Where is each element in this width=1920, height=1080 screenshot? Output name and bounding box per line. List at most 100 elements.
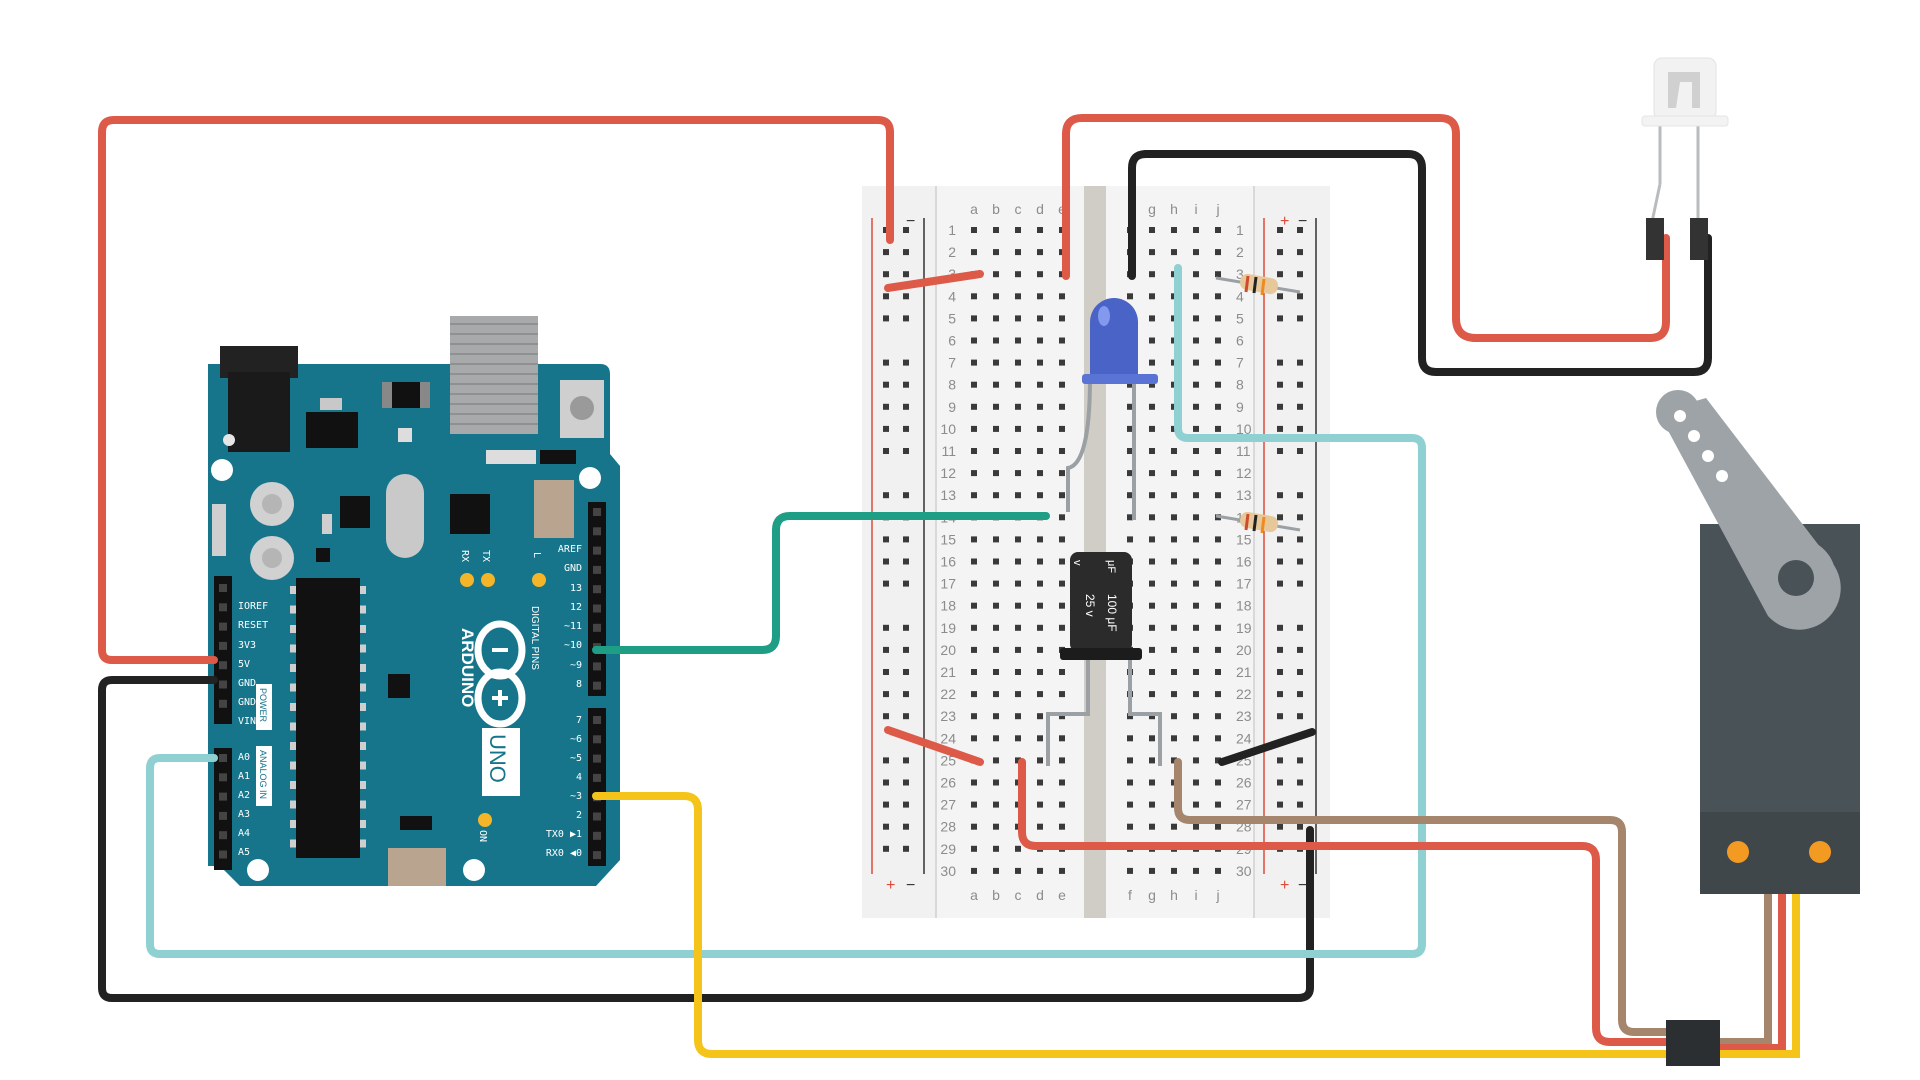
col-label-bottom-h: h [1170, 887, 1178, 903]
row-label-left-21: 21 [940, 664, 956, 680]
row-label-right-16: 16 [1236, 554, 1252, 570]
col-label-top-g: g [1148, 201, 1156, 217]
pin-label-gnd-d: GND [564, 563, 582, 574]
wire-servo-red [1018, 758, 1676, 1046]
digital-pin-labels: AREF GND 13 12 ~11 ~10 ~9 8 7 ~6 ~5 4 ~3… [529, 544, 582, 859]
pin-label-a2: A2 [238, 790, 250, 801]
row-label-left-28: 28 [940, 819, 956, 835]
row-label-left-1: 1 [948, 222, 956, 238]
capacitor-unit-mark-uf: μF [1105, 560, 1117, 573]
row-label-left-2: 2 [948, 244, 956, 260]
pin-label-5v: 5V [238, 659, 250, 670]
rail-minus-label: − [906, 877, 915, 894]
col-label-top-a: a [970, 201, 978, 217]
col-label-bottom-c: c [1015, 887, 1022, 903]
row-label-right-6: 6 [1236, 333, 1244, 349]
row-label-left-26: 26 [940, 775, 956, 791]
electrolytic-capacitor-icon: 25 v 100 μF μF v [1046, 552, 1162, 766]
row-label-left-5: 5 [948, 310, 956, 326]
row-label-right-20: 20 [1236, 642, 1252, 658]
row-label-right-1: 1 [1236, 222, 1244, 238]
pin-label-12: 12 [570, 602, 582, 613]
row-label-left-13: 13 [940, 487, 956, 503]
row-label-right-19: 19 [1236, 620, 1252, 636]
row-label-right-22: 22 [1236, 686, 1252, 702]
row-label-left-30: 30 [940, 863, 956, 879]
row-label-left-11: 11 [941, 443, 956, 459]
col-label-top-c: c [1015, 201, 1022, 217]
arduino-logo-icon [474, 620, 526, 728]
row-label-right-3: 3 [1236, 266, 1244, 282]
wire-servo-brown [1174, 758, 1684, 1036]
col-label-top-j: j [1215, 201, 1219, 217]
pin-label-a5: A5 [238, 847, 250, 858]
usb-connector-ribs [450, 323, 538, 425]
wire-d10-teal [592, 512, 1050, 654]
l-led-label: L [531, 552, 542, 558]
row-label-right-9: 9 [1236, 399, 1244, 415]
pin-label-8: 8 [576, 679, 582, 690]
col-label-bottom-g: g [1148, 887, 1156, 903]
capacitor-capacitance-label: 100 μF [1105, 594, 1119, 632]
pin-label-a3: A3 [238, 809, 250, 820]
row-label-right-10: 10 [1236, 421, 1252, 437]
pin-label-reset: RESET [238, 620, 268, 631]
jumper-black-bottom [1218, 728, 1316, 766]
pin-label-11: ~11 [564, 621, 582, 632]
row-label-right-5: 5 [1236, 310, 1244, 326]
digital-pins-label: DIGITAL PINS [529, 606, 540, 670]
row-label-left-23: 23 [940, 708, 956, 724]
wire-sensor-red [1062, 114, 1670, 342]
resistor-icon [1215, 273, 1301, 296]
servo-motor-icon [1656, 390, 1860, 1066]
row-label-left-16: 16 [940, 554, 956, 570]
col-label-bottom-i: i [1194, 887, 1197, 903]
on-led-label: ON [477, 830, 488, 842]
arduino-uno-icon: ARDUINO UNO IOREF RESET 3V3 5V GND GND V… [208, 316, 620, 886]
power-label: POWER [258, 688, 268, 723]
col-label-bottom-j: j [1215, 887, 1219, 903]
col-label-top-d: d [1036, 201, 1044, 217]
row-label-left-18: 18 [940, 598, 956, 614]
row-label-right-15: 15 [1236, 531, 1252, 547]
power-pin-labels: IOREF RESET 3V3 5V GND GND VIN POWER [238, 601, 272, 730]
col-label-top-b: b [992, 201, 1000, 217]
rail-plus-label-bottom-right: + [1280, 877, 1289, 894]
wire-sensor-black [1128, 150, 1712, 376]
tx-led-label: TX [480, 550, 491, 562]
pin-label-5: ~5 [570, 753, 582, 764]
breadboard-row-labels: 1122334455667788991010111112121313141415… [940, 222, 1251, 879]
pin-label-4: 4 [576, 772, 582, 783]
pin-label-aref: AREF [558, 544, 582, 555]
resistor-icon-2 [1215, 511, 1301, 534]
col-label-top-h: h [1170, 201, 1178, 217]
pin-label-gnd-1: GND [238, 678, 256, 689]
row-label-left-6: 6 [948, 333, 956, 349]
pin-label-0: RX0 ◀0 [546, 848, 582, 859]
rail-minus-label-top-right: − [1298, 213, 1307, 230]
phototransistor-icon [1641, 57, 1729, 260]
pin-label-ioref: IOREF [238, 601, 268, 612]
pin-label-vin: VIN [238, 716, 256, 727]
capacitor-unit-mark-v: v [1071, 560, 1083, 566]
row-label-right-24: 24 [1236, 730, 1252, 746]
row-label-right-4: 4 [1236, 288, 1244, 304]
pin-label-6: ~6 [570, 734, 582, 745]
row-label-left-15: 15 [940, 531, 956, 547]
row-label-left-24: 24 [940, 730, 956, 746]
pin-label-a0: A0 [238, 752, 250, 763]
row-label-left-8: 8 [948, 377, 956, 393]
pin-label-3v3: 3V3 [238, 640, 256, 651]
wire-5v-red [98, 116, 894, 664]
pin-label-a4: A4 [238, 828, 250, 839]
col-label-bottom-f: f [1128, 887, 1132, 903]
pin-label-1: TX0 ▶1 [546, 829, 582, 840]
col-label-bottom-d: d [1036, 887, 1044, 903]
rail-minus-label-bottom-right: − [1298, 877, 1307, 894]
row-label-left-22: 22 [940, 686, 956, 702]
arduino-brand-label: ARDUINO [458, 628, 477, 707]
row-label-left-19: 19 [940, 620, 956, 636]
atmega-chip-pins [290, 586, 366, 848]
